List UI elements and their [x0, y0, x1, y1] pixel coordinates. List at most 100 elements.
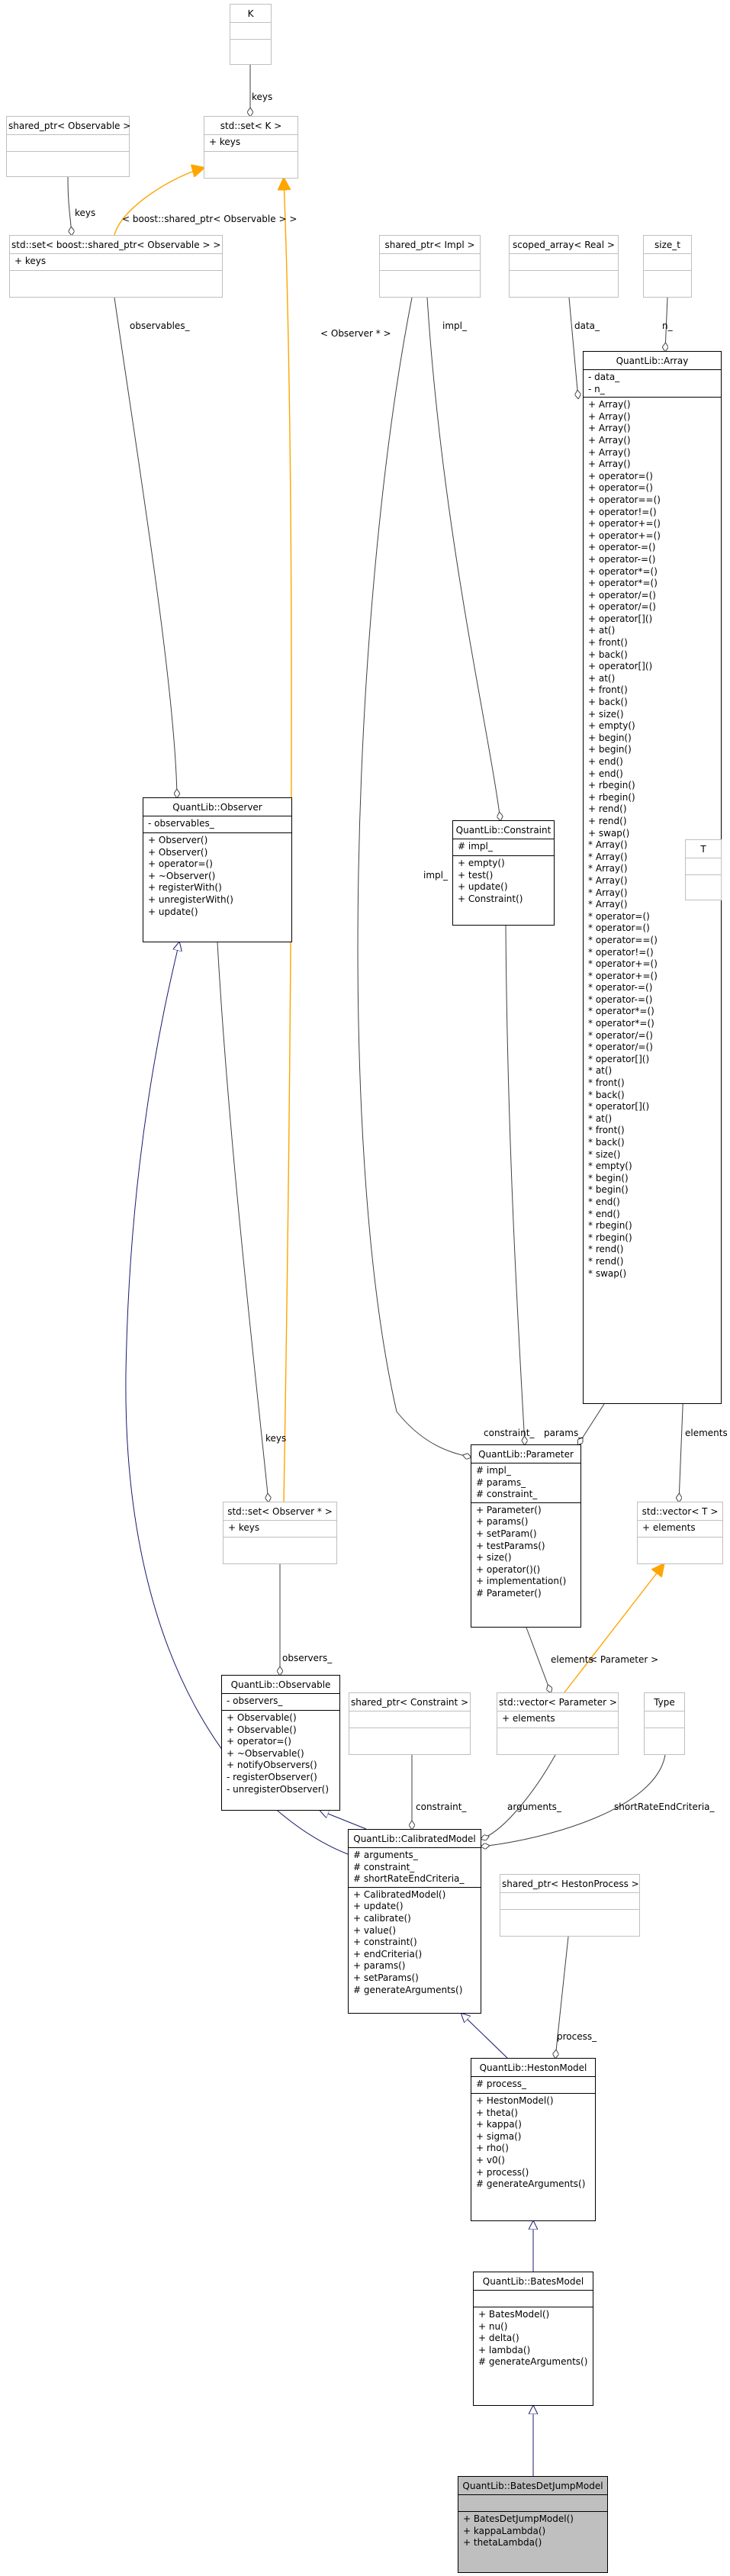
class-method: * Array(): [588, 851, 628, 862]
class-method: + end(): [588, 768, 623, 779]
class-method: + operator+=(): [588, 530, 661, 541]
class-box-Constraint[interactable]: QuantLib::Constraint# impl_+ empty()+ te…: [452, 820, 555, 926]
edge-label: keys: [265, 1433, 287, 1444]
edge-label: keys: [252, 92, 273, 102]
edge-shortrate: [481, 1754, 666, 1847]
class-method: + registerWith(): [148, 882, 222, 894]
class-method: + operator==(): [588, 494, 661, 505]
class-method: + update(): [148, 906, 198, 917]
class-method: + process(): [476, 2166, 529, 2178]
class-method: + delta(): [478, 2333, 519, 2344]
class-methods-section: + Observable()+ Observable()+ operator=(…: [222, 1710, 339, 1797]
class-box-K: K: [230, 4, 272, 65]
edge-impl-constraint: [426, 297, 500, 820]
class-name: std::set< K >: [220, 121, 282, 131]
class-attribute: + keys: [14, 256, 47, 266]
class-box-BatesDetJumpModel[interactable]: QuantLib::BatesDetJumpModel+ BatesDetJum…: [458, 2476, 608, 2573]
class-method: + update(): [458, 881, 508, 893]
class-methods-section: [349, 1728, 470, 1744]
edge-params-parameter: [578, 1403, 605, 1444]
class-attribute: + keys: [228, 1522, 260, 1533]
class-method: + rbegin(): [588, 791, 635, 803]
class-box-spObservable: shared_ptr< Observable >: [6, 116, 130, 177]
class-method: + Parameter(): [476, 1504, 542, 1515]
class-method: * begin(): [588, 1184, 629, 1196]
edge-label: < boost::shared_ptr< Observable > >: [122, 214, 297, 224]
class-method: + unregisterWith(): [148, 894, 233, 905]
class-box-BatesModel[interactable]: QuantLib::BatesModel+ BatesModel()+ nu()…: [473, 2272, 593, 2406]
class-attribute: - n_: [588, 383, 605, 394]
class-attrs-section: + elements: [638, 1520, 722, 1537]
class-method: * operator!=(): [588, 946, 654, 958]
class-attribute: # process_: [476, 2079, 526, 2089]
class-name: T: [700, 844, 706, 855]
class-box-Parameter[interactable]: QuantLib::Parameter# impl_# params_# con…: [471, 1444, 581, 1628]
edge-elements-parameter: [526, 1627, 551, 1692]
class-method: * at(): [588, 1113, 613, 1124]
edge-label: shortRateEndCriteria_: [614, 1802, 715, 1812]
edge-template-set-observable: [114, 168, 204, 236]
class-attrs-section: # process_: [471, 2076, 595, 2093]
class-methods-section: + empty()+ test()+ update()+ Constraint(…: [453, 855, 554, 906]
class-method: + end(): [588, 756, 623, 767]
edge-label: impl_: [423, 870, 448, 881]
class-method: * back(): [588, 1089, 625, 1100]
class-methods-section: [500, 1909, 639, 1926]
class-method: * operator/=(): [588, 1042, 653, 1053]
class-box-HestonModel[interactable]: QuantLib::HestonModel# process_+ HestonM…: [471, 2058, 596, 2221]
class-box-CalibratedModel[interactable]: QuantLib::CalibratedModel# arguments_# c…: [348, 1829, 481, 2014]
class-name: QuantLib::Array: [616, 356, 689, 366]
class-box-Observable[interactable]: QuantLib::Observable- observers_+ Observ…: [221, 1675, 340, 1811]
edge-inherit-observable: [320, 1811, 367, 1830]
class-methods-section: [7, 151, 129, 168]
class-method: + operator=(): [588, 470, 653, 481]
class-box-scopedArray: scoped_array< Real >: [509, 235, 619, 298]
class-method: * rbegin(): [588, 1220, 632, 1232]
class-method: + thetaLambda(): [463, 2537, 542, 2549]
class-method: * front(): [588, 1125, 625, 1136]
edge-label: arguments_: [507, 1802, 561, 1812]
class-method: + notifyObservers(): [227, 1760, 317, 1771]
class-method: + front(): [588, 684, 628, 696]
class-method: * operator=(): [588, 923, 650, 934]
class-attrs-section: [686, 858, 721, 874]
class-method: + value(): [353, 1924, 397, 1936]
class-name: QuantLib::HestonModel: [479, 2062, 587, 2073]
class-methods-section: + HestonModel()+ theta()+ kappa()+ sigma…: [471, 2093, 595, 2192]
class-box-vectorParameter: std::vector< Parameter >+ elements: [497, 1692, 619, 1755]
class-methods-section: [497, 1728, 618, 1744]
class-method: + params(): [353, 1960, 406, 1972]
class-method: + Array(): [588, 434, 631, 446]
class-method: - unregisterObserver(): [227, 1783, 330, 1795]
class-method: + size(): [476, 1552, 512, 1563]
class-methods-section: [645, 1728, 684, 1744]
edge-label: keys: [75, 208, 96, 218]
class-box-sizet: size_t: [643, 235, 692, 298]
class-attribute: # impl_: [458, 841, 493, 852]
class-box-stdsetK: std::set< K >+ keys: [204, 116, 298, 179]
class-method: + operator()(): [476, 1563, 541, 1575]
edge-observables: [114, 297, 177, 797]
class-box-Observer[interactable]: QuantLib::Observer- observables_+ Observ…: [143, 797, 292, 942]
class-method: * swap(): [588, 1267, 627, 1279]
edge-arguments: [481, 1754, 556, 1839]
class-name: std::vector< T >: [642, 1506, 719, 1517]
class-method: + operator[](): [588, 613, 653, 624]
class-method: * operator==(): [588, 934, 658, 945]
class-name: QuantLib::BatesModel: [482, 2276, 584, 2287]
class-method: + ~Observable(): [227, 1747, 304, 1759]
class-method: + operator=(): [588, 482, 653, 494]
class-method: * end(): [588, 1208, 620, 1219]
edge-constraint-parameter: [505, 925, 525, 1444]
class-methods-section: [10, 270, 222, 287]
class-methods-section: + Array()+ Array()+ Array()+ Array()+ Ar…: [584, 397, 721, 1281]
class-attrs-section: [230, 22, 271, 39]
class-box-setSpObservable: std::set< boost::shared_ptr< Observable …: [9, 235, 223, 298]
class-method: * operator/=(): [588, 1029, 653, 1041]
class-method: + operator/=(): [588, 601, 656, 613]
class-method: + rend(): [588, 803, 627, 815]
class-method: * operator=(): [588, 910, 650, 922]
class-attrs-section: - observables_: [143, 816, 291, 832]
edge-label: data_: [574, 320, 600, 331]
class-box-Array[interactable]: QuantLib::Array- data_- n_+ Array()+ Arr…: [583, 351, 722, 1404]
